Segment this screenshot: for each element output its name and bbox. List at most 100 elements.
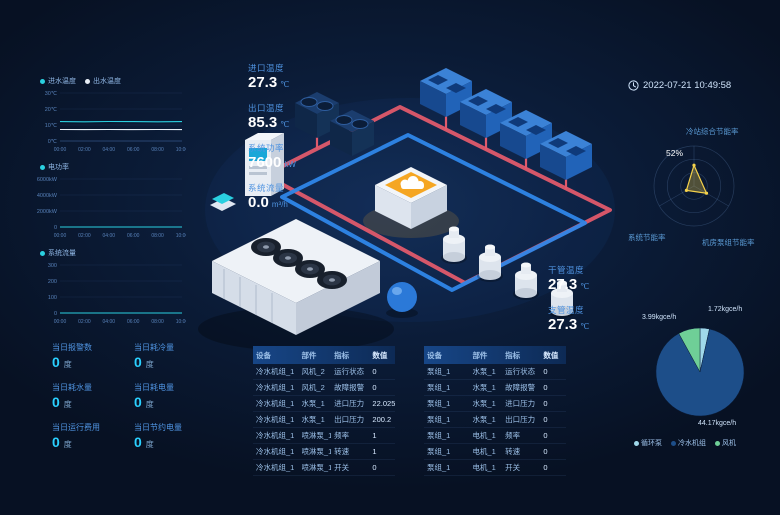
counter-daily-electricity: 当日耗电量 0 度 <box>134 383 174 411</box>
table-cell: 设备 <box>427 350 442 360</box>
ahu-unit[interactable] <box>212 219 380 335</box>
legend-item: 出水温度 <box>85 76 121 86</box>
legend-dot-icon <box>671 440 676 446</box>
table-cell: 0 <box>543 415 548 424</box>
pie-label-fan: 3.99kgce/h <box>642 314 677 321</box>
table-cell: 喷淋泵_1 <box>301 431 332 440</box>
table-cell: 数值 <box>543 350 559 360</box>
legend-dot-icon <box>40 250 45 256</box>
table-cell: 200.2 <box>372 415 392 424</box>
svg-text:02:00: 02:00 <box>78 233 91 239</box>
tower-fan-icon <box>316 101 334 111</box>
table-cell: 水泵_1 <box>472 383 496 392</box>
table-cell: 冷水机组_1 <box>256 447 295 456</box>
cooling-tower[interactable] <box>330 110 374 156</box>
svg-text:08:00: 08:00 <box>151 319 164 325</box>
pump[interactable] <box>477 244 503 283</box>
table-cell: 0 <box>543 431 548 440</box>
svg-text:08:00: 08:00 <box>151 147 164 153</box>
table-cell: 水泵_1 <box>472 415 496 424</box>
table-cell: 水泵_1 <box>472 399 496 408</box>
counter-daily-water: 当日耗水量 0 度 <box>52 383 92 411</box>
table-cell: 0 <box>543 463 548 472</box>
laptop-icon[interactable] <box>210 193 236 211</box>
legend-dot-icon <box>40 78 45 84</box>
counter-daily-cost: 当日运行费用 0 度 <box>52 423 100 451</box>
table-cell: 冷水机组_1 <box>256 463 295 472</box>
ahu-louvers <box>223 269 273 323</box>
table-cell: 部件 <box>301 350 317 360</box>
table-cell: 泵组_1 <box>427 447 451 456</box>
chiller-unit[interactable] <box>460 89 512 138</box>
chiller-unit[interactable] <box>540 131 592 180</box>
radar-value: 52% <box>666 148 684 158</box>
table-cell: 水泵_1 <box>301 415 325 424</box>
table-cell: 0 <box>543 383 548 392</box>
legend-item: 系统流量 <box>40 248 76 258</box>
chart-legend: 系统流量 <box>34 248 190 258</box>
radar-axis-left-label: 系统节能率 <box>628 233 666 242</box>
table-cell: 电机_1 <box>472 431 496 440</box>
legend-item: 循环泵 <box>634 438 662 448</box>
radar-axis-right-label: 机房泵组节能率 <box>702 238 755 247</box>
svg-text:08:00: 08:00 <box>151 233 164 239</box>
table-cell: 设备 <box>256 350 271 360</box>
svg-text:300: 300 <box>48 263 57 269</box>
svg-text:0: 0 <box>54 225 57 231</box>
cooling-tower[interactable] <box>295 92 339 138</box>
chiller-unit[interactable] <box>420 68 472 117</box>
table-cell: 冷水机组_1 <box>256 399 295 408</box>
svg-text:100: 100 <box>48 295 57 301</box>
control-cabinet[interactable] <box>245 133 284 196</box>
svg-text:0: 0 <box>54 311 57 317</box>
pump[interactable] <box>549 280 575 319</box>
counter-daily-savings: 当日节约电量 0 度 <box>134 423 182 451</box>
table-header-row: 设备部件指标数值 <box>253 346 395 364</box>
pie-legend: 循环泵冷水机组风机 <box>634 438 736 448</box>
buffer-tank[interactable] <box>386 282 418 318</box>
pie-label-chiller: 44.17kgce/h <box>698 420 737 427</box>
timestamp-text: 2022-07-21 10:49:58 <box>643 80 732 91</box>
ahu-fan <box>317 271 347 289</box>
svg-text:06:00: 06:00 <box>127 319 140 325</box>
legend-item: 电功率 <box>40 162 69 172</box>
table-cell: 水泵_1 <box>301 399 325 408</box>
svg-text:00:00: 00:00 <box>54 233 67 239</box>
table-cell: 冷水机组_1 <box>256 383 295 392</box>
table-cell: 喷淋泵_1 <box>301 463 332 472</box>
metric-outlet-temperature: 出口温度 85.3℃ <box>248 103 290 131</box>
radar-chart[interactable] <box>628 136 760 238</box>
table-cell: 泵组_1 <box>427 399 451 408</box>
chiller-unit[interactable] <box>500 110 552 159</box>
svg-text:0℃: 0℃ <box>48 139 58 145</box>
svg-text:04:00: 04:00 <box>103 233 116 239</box>
pie-chart[interactable] <box>652 324 748 420</box>
cloud-gateway[interactable] <box>363 167 459 238</box>
tower-fan-icon <box>300 97 318 107</box>
svg-text:04:00: 04:00 <box>103 147 116 153</box>
pump[interactable] <box>513 262 539 301</box>
table-cell: 泵组_1 <box>427 367 451 376</box>
pump[interactable] <box>441 226 467 265</box>
table-cell: 水泵_1 <box>472 367 496 376</box>
